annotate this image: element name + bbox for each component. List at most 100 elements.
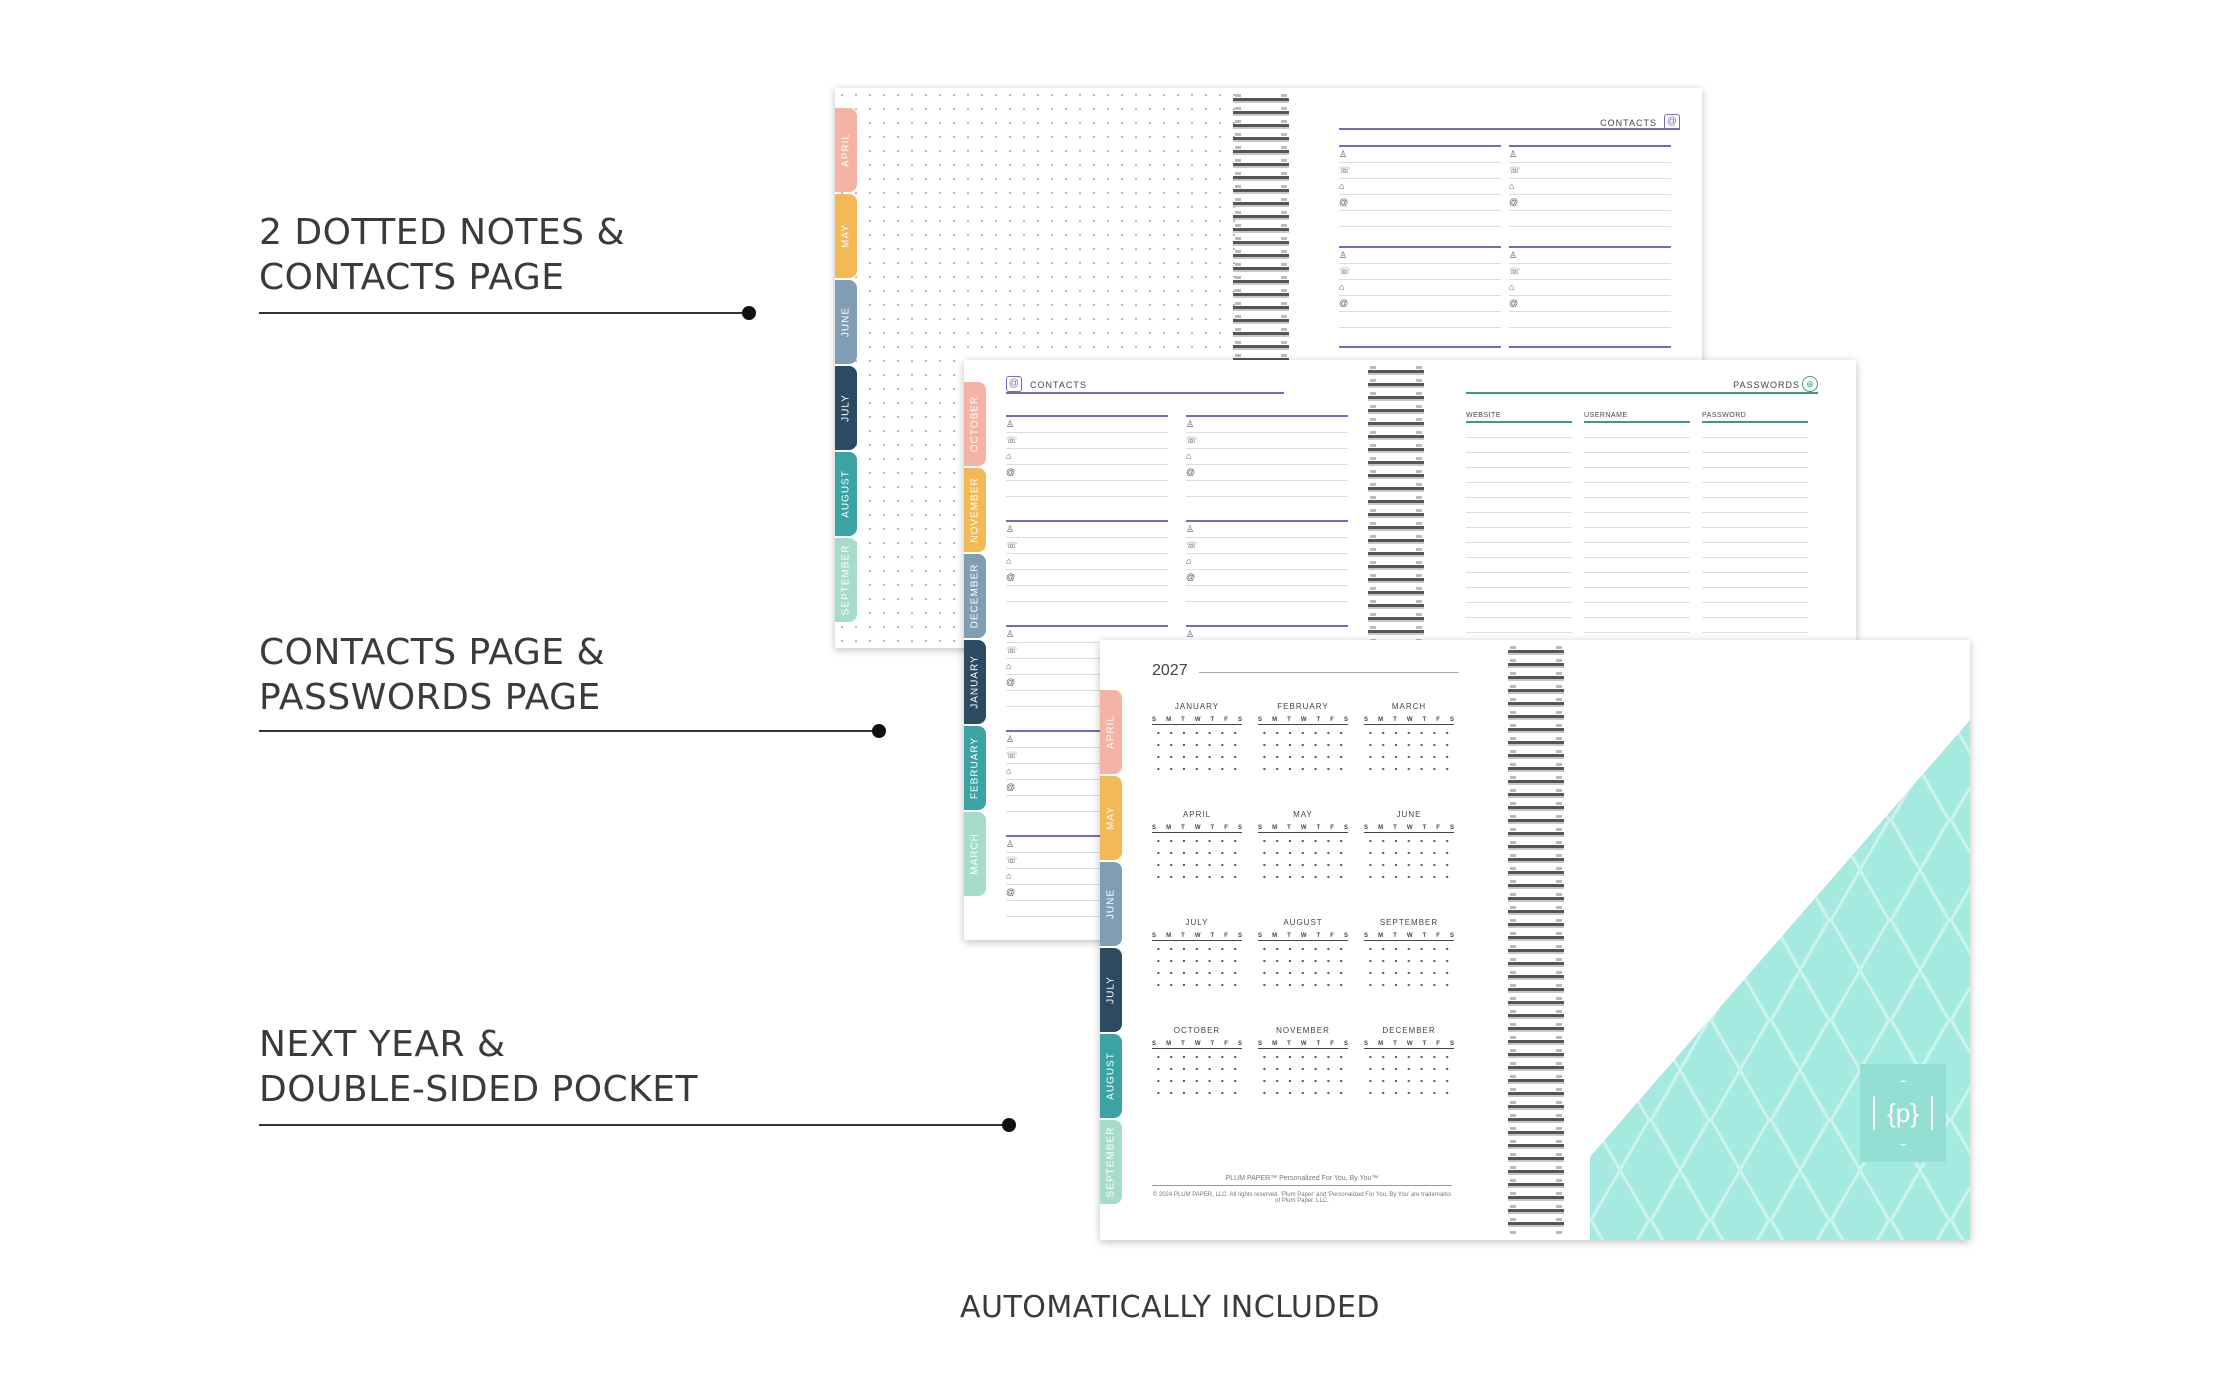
weekday-label: S [1152, 717, 1157, 723]
month-tab[interactable]: JUNE [835, 280, 857, 364]
weekday-label: T [1393, 1041, 1397, 1047]
day-grid [1152, 835, 1242, 883]
weekday-label: W [1406, 717, 1413, 723]
contact-block: ♙☏⌂@ [1006, 520, 1168, 602]
weekday-label: M [1378, 717, 1384, 723]
weekday-label: M [1166, 1041, 1172, 1047]
calendar-year: 2027 [1152, 662, 1188, 679]
weekday-label: S [1364, 825, 1369, 831]
weekday-label: S [1343, 933, 1348, 939]
weekday-label: T [1393, 717, 1397, 723]
day-grid [1152, 1051, 1242, 1099]
month-tab[interactable]: MARCH [964, 812, 986, 896]
at-sign-icon: @ [1006, 376, 1022, 392]
contact-block [1339, 346, 1501, 348]
month-tab[interactable]: AUGUST [1100, 1034, 1122, 1118]
month-tab[interactable]: DECEMBER [964, 554, 986, 638]
weekday-label: M [1378, 933, 1384, 939]
weekday-label: T [1181, 1041, 1185, 1047]
month-tab[interactable]: NOVEMBER [964, 468, 986, 552]
pocket-page: {p} [1570, 640, 1970, 1240]
weekday-label: T [1210, 717, 1215, 723]
weekday-label: S [1364, 1041, 1369, 1047]
month-tab[interactable]: SEPTEMBER [1100, 1120, 1122, 1204]
month-name: DECEMBER [1382, 1026, 1436, 1035]
weekday-label: S [1343, 825, 1348, 831]
weekday-label: F [1436, 717, 1440, 723]
weekday-label: F [1330, 717, 1334, 723]
contact-block: ♙☏⌂@ [1006, 730, 1168, 812]
day-grid [1152, 943, 1242, 991]
month-tab[interactable]: OCTOBER [964, 382, 986, 466]
header-rule [1466, 392, 1818, 394]
weekday-label: T [1181, 933, 1185, 939]
weekday-label: W [1300, 1041, 1307, 1047]
page-title: PASSWORDS [1733, 380, 1800, 390]
month-tab[interactable]: APRIL [1100, 690, 1122, 774]
weekday-label: T [1316, 825, 1321, 831]
month-name: SEPTEMBER [1379, 918, 1439, 927]
weekday-label: T [1287, 1041, 1291, 1047]
month-tab[interactable]: APRIL [835, 108, 857, 192]
weekday-label: W [1406, 825, 1413, 831]
contact-block: ♙☏⌂@ [1509, 246, 1671, 328]
month-tabs: OCTOBER NOVEMBER DECEMBER JANUARY FEBRUA… [964, 382, 986, 898]
month-tab[interactable]: FEBRUARY [964, 726, 986, 810]
weekday-label: M [1272, 1041, 1278, 1047]
weekday-label: F [1224, 717, 1228, 723]
weekday-label: T [1422, 825, 1427, 831]
spread-next-year-pocket: APRIL MAY JUNE JULY AUGUST SEPTEMBER 202… [1100, 640, 1970, 1240]
day-grid [1364, 835, 1454, 883]
weekday-label: S [1237, 1041, 1242, 1047]
weekday-label: W [1194, 1041, 1201, 1047]
weekday-label: M [1166, 825, 1172, 831]
month-tabs: APRIL MAY JUNE JULY AUGUST SEPTEMBER [1100, 690, 1122, 1206]
weekday-label: T [1422, 1041, 1427, 1047]
day-grid [1258, 943, 1348, 991]
month-tab[interactable]: JULY [835, 366, 857, 450]
weekday-label: F [1436, 825, 1440, 831]
page-title: CONTACTS [1600, 118, 1657, 128]
weekday-label: S [1237, 825, 1242, 831]
weekday-label: S [1343, 1041, 1348, 1047]
callout-rule [259, 312, 749, 314]
callout-dot [872, 724, 886, 738]
weekday-label: W [1194, 717, 1201, 723]
month-tabs: APRIL MAY JUNE JULY AUGUST SEPTEMBER [835, 108, 857, 624]
month-tab[interactable]: SEPTEMBER [835, 538, 857, 622]
weekday-label: T [1393, 933, 1397, 939]
weekday-label: M [1378, 825, 1384, 831]
callout-title: 2 DOTTED NOTES & CONTACTS PAGE [259, 212, 626, 298]
month-name: JANUARY [1174, 702, 1220, 711]
month-tab[interactable]: JANUARY [964, 640, 986, 724]
month-tab[interactable]: JUNE [1100, 862, 1122, 946]
contact-block: ♙☏⌂@ [1006, 625, 1168, 707]
month-tab[interactable]: MAY [835, 194, 857, 278]
weekday-label: T [1287, 717, 1291, 723]
month-name: APRIL [1182, 810, 1212, 819]
day-grid [1364, 943, 1454, 991]
month-tab[interactable]: MAY [1100, 776, 1122, 860]
plum-paper-logo: {p} [1860, 1064, 1946, 1162]
weekday-label: M [1166, 933, 1172, 939]
month-tab[interactable]: JULY [1100, 948, 1122, 1032]
month-tab[interactable]: AUGUST [835, 452, 857, 536]
month-name: NOVEMBER [1276, 1026, 1330, 1035]
weekday-label: S [1449, 825, 1454, 831]
